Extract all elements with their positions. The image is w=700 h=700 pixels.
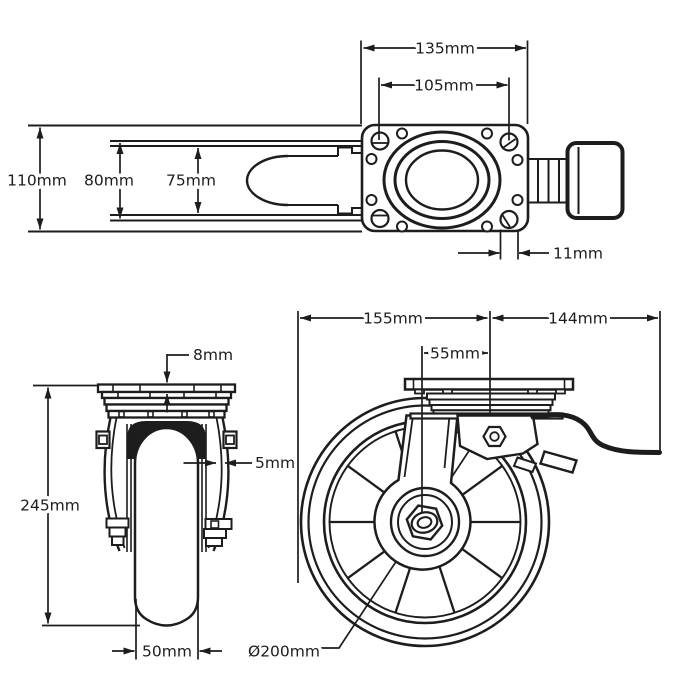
front-view-axle-parts bbox=[95, 430, 238, 547]
dim-overall-width: 110mm bbox=[7, 172, 67, 190]
brake-clip bbox=[512, 456, 538, 474]
side-view-labels: 155mm 144mm 55mm bbox=[360, 306, 612, 366]
top-view-dimensions bbox=[36, 40, 549, 260]
small-holes bbox=[365, 127, 524, 233]
brake-lever bbox=[530, 412, 662, 455]
dim-wheel-diameter: Ø200mm bbox=[248, 643, 320, 661]
dim-bolt-hole: 11mm bbox=[553, 245, 603, 263]
dim-swivel-offset: 55mm bbox=[430, 345, 480, 363]
bolt-holes bbox=[370, 131, 519, 230]
front-view: 8mm 5mm 245mm 50mm Ø200mm bbox=[17, 343, 478, 665]
side-view: 155mm 144mm 55mm bbox=[297, 306, 662, 648]
kingpin-hex-bolt bbox=[482, 425, 507, 448]
dim-inner-width: 75mm bbox=[166, 172, 216, 190]
dim-blade-thickness: 5mm bbox=[255, 454, 295, 472]
top-view-brake-pedal bbox=[528, 141, 625, 220]
side-view-brake bbox=[456, 412, 662, 474]
dim-overall-height: 245mm bbox=[20, 497, 80, 515]
dim-fork-width: 80mm bbox=[84, 172, 134, 190]
top-view-fork-lines bbox=[28, 124, 362, 233]
side-view-hub bbox=[389, 486, 461, 558]
dim-trailing-span: 144mm bbox=[548, 310, 608, 328]
side-view-dimensions bbox=[297, 311, 661, 583]
dim-leading-span: 155mm bbox=[363, 310, 423, 328]
front-view-labels: 8mm 5mm 245mm 50mm Ø200mm bbox=[17, 343, 324, 665]
dim-bolt-spacing: 105mm bbox=[414, 77, 474, 95]
dim-wheel-width: 50mm bbox=[142, 643, 192, 661]
brake-pedal-arm bbox=[538, 450, 579, 474]
dim-plate-thickness: 8mm bbox=[193, 346, 233, 364]
top-view-mounting-plate bbox=[360, 123, 530, 233]
front-view-wheel bbox=[133, 426, 200, 627]
top-view-labels: 110mm 80mm 75mm 135mm 105mm 11mm bbox=[4, 36, 607, 266]
dim-plate-length: 135mm bbox=[415, 40, 475, 58]
top-view: 110mm 80mm 75mm 135mm 105mm 11mm bbox=[4, 36, 625, 266]
top-view-wheel-outline bbox=[245, 146, 362, 215]
